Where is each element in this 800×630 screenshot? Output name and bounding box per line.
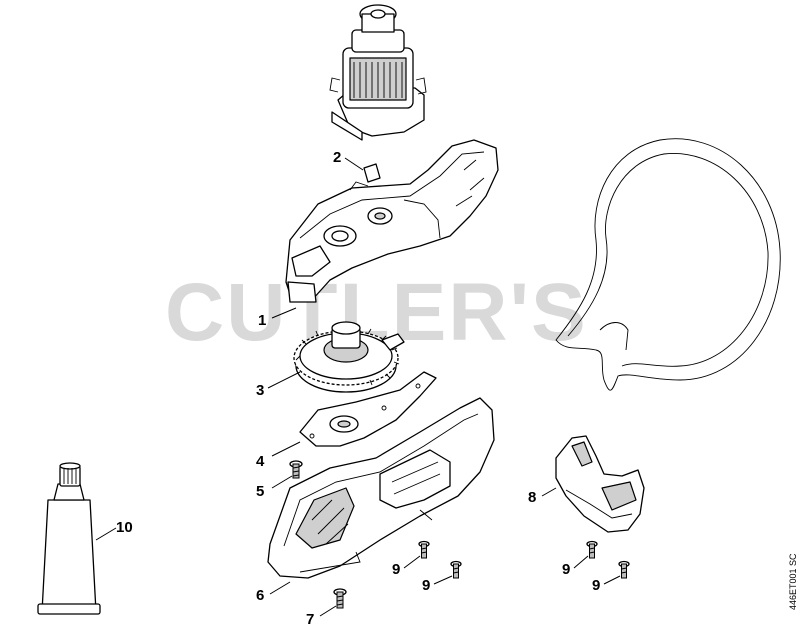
part-4-gasket-plate: 4 — [256, 371, 437, 470]
part-8-holder: 8 — [528, 435, 645, 533]
part-6-gear-housing: 6 — [256, 397, 495, 604]
callout-9-a: 9 — [392, 561, 400, 578]
callout-8: 8 — [528, 489, 536, 506]
callout-9-d: 9 — [592, 577, 600, 594]
drawing-code: 446ET001 SC — [788, 553, 798, 610]
callout-7: 7 — [306, 611, 314, 628]
part-9-screw-d: 9 — [592, 560, 630, 594]
part-10-grease-tube: 10 — [37, 462, 133, 615]
part-9-screw-b: 9 — [422, 560, 462, 594]
callout-3: 3 — [256, 382, 264, 399]
part-2-small-plate: 2 — [333, 149, 381, 183]
callout-4: 4 — [256, 453, 265, 470]
callout-10: 10 — [116, 519, 133, 536]
part-3-gear-wheel: 3 — [256, 321, 405, 399]
part-5-screw: 5 — [256, 460, 303, 500]
part-7-screw: 7 — [306, 588, 347, 628]
part-9-screw-a: 9 — [392, 540, 430, 578]
callout-9-c: 9 — [562, 561, 570, 578]
callout-5: 5 — [256, 483, 264, 500]
callout-2: 2 — [333, 149, 341, 166]
callout-6: 6 — [256, 587, 264, 604]
electric-motor — [329, 4, 427, 141]
callout-1: 1 — [258, 312, 266, 329]
part-9-screw-c: 9 — [562, 540, 598, 578]
callout-9-b: 9 — [422, 577, 430, 594]
bow-guard-outline — [555, 138, 781, 391]
part-1-motor-housing: 1 — [258, 139, 499, 329]
